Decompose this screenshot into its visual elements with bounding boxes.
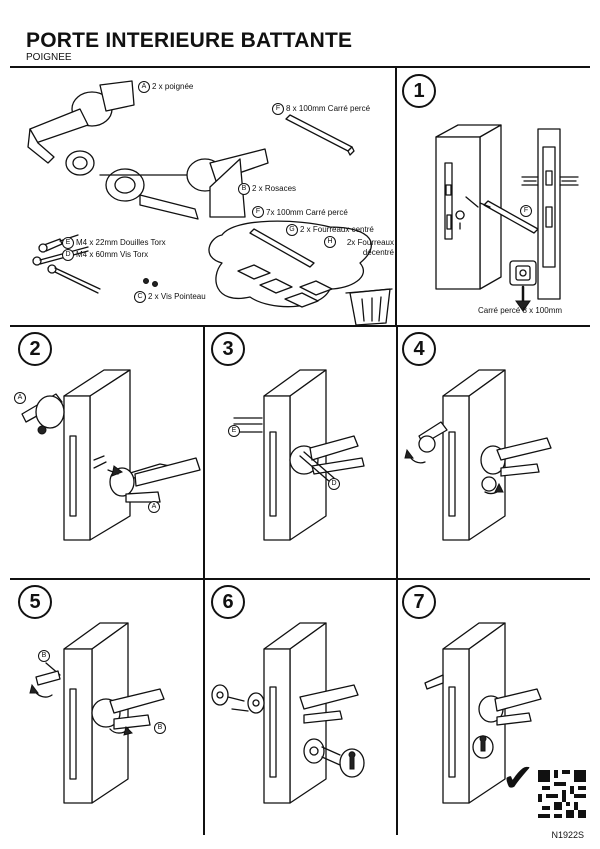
divider-col1 — [203, 325, 205, 835]
part-f-label-top: 8 x 100mm Carré percé — [286, 104, 371, 113]
part-h-marker: H — [324, 236, 336, 248]
divider-top-vertical — [395, 67, 397, 325]
step-3-left-callout: E — [228, 425, 240, 437]
screws-drawing — [32, 234, 158, 294]
step-7-illustration — [424, 622, 542, 804]
part-d-marker: D — [62, 249, 74, 261]
step-1-number: 1 — [402, 74, 436, 108]
part-g-marker: G — [286, 224, 298, 236]
handle-b-drawing — [99, 148, 269, 220]
step-1-callout: Carré percé 8 x 100mm — [478, 306, 563, 315]
part-e-label: M4 x 22mm Douilles Torx — [76, 238, 166, 247]
step-7-number: 7 — [402, 585, 436, 619]
parts-illustration — [27, 80, 393, 326]
step-3-right-callout: D — [328, 478, 340, 490]
header-rule — [10, 66, 590, 68]
part-c-marker: C — [134, 291, 146, 303]
qr-code-icon — [538, 770, 586, 818]
step-6-illustration — [211, 622, 365, 804]
square-bar-8-drawing — [285, 114, 355, 156]
step-4-number: 4 — [402, 332, 436, 366]
step-2-number: 2 — [18, 332, 52, 366]
reference-code: N1922S — [551, 830, 584, 840]
part-f-marker-top: F — [272, 103, 284, 115]
part-a-label: 2 x poignée — [152, 82, 194, 91]
step-4-illustration — [404, 369, 552, 541]
step-2-illustration — [21, 369, 201, 541]
part-f-label-bottom: 7x 100mm Carré percé — [266, 208, 348, 217]
part-a-marker: A — [138, 81, 150, 93]
part-e-marker: E — [62, 237, 74, 249]
step-5-top-callout: B — [38, 650, 50, 662]
trash-bin-icon — [345, 288, 393, 326]
step-5-bottom-callout: B — [154, 722, 166, 734]
part-b-label: 2 x Rosaces — [252, 184, 297, 193]
part-f-marker-bottom: F — [252, 206, 264, 218]
step-6-number: 6 — [211, 585, 245, 619]
arrow-down-icon — [515, 285, 531, 312]
step-3-illustration — [229, 369, 365, 541]
step-1-illustration — [435, 124, 579, 312]
page-subtitle: POIGNEE — [26, 52, 72, 63]
step-3-number: 3 — [211, 332, 245, 366]
bag-drawing — [208, 220, 372, 308]
divider-row2 — [10, 578, 590, 580]
step-2-bottom-callout: A — [148, 501, 160, 513]
part-g-label: 2 x Fourreaux centré — [300, 225, 374, 234]
part-h-label: 2x Fourreaux décentré — [346, 238, 394, 257]
step-5-number: 5 — [18, 585, 52, 619]
step-5-illustration — [29, 622, 165, 804]
divider-col2 — [396, 325, 398, 835]
divider-row1 — [10, 325, 590, 327]
part-b-marker: B — [238, 183, 250, 195]
page-title: PORTE INTERIEURE BATTANTE — [26, 29, 353, 52]
step-2-top-callout: A — [14, 392, 26, 404]
handle-a-drawing — [27, 80, 135, 176]
checkmark-icon: ✔ — [502, 758, 534, 800]
part-d-label: M4 x 60mm Vis Torx — [76, 250, 149, 259]
step-1-part-f-marker: F — [520, 205, 532, 217]
part-c-label: 2 x Vis Pointeau — [148, 292, 206, 301]
